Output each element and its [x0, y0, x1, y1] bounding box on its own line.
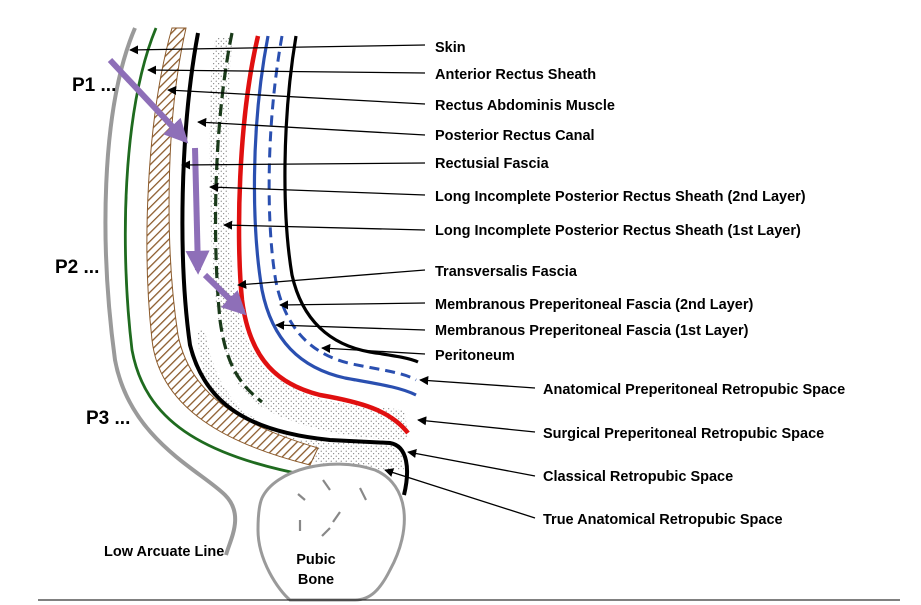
label-p3: P3 ... [86, 408, 130, 429]
label-membranous-preperitoneal-1st: Membranous Preperitoneal Fascia (1st Lay… [435, 323, 749, 339]
label-peritoneum: Peritoneum [435, 348, 515, 364]
label-pubic-bone-line2: Bone [298, 572, 334, 588]
label-surgical-preperitoneal-retropubic: Surgical Preperitoneal Retropubic Space [543, 426, 824, 442]
rectusial-fascia-line [180, 32, 410, 496]
pubic-bone-marks [297, 479, 367, 537]
dashed-green-line [213, 32, 263, 404]
label-rectus-abdominis-muscle: Rectus Abdominis Muscle [435, 98, 615, 114]
label-rectusial-fascia: Rectusial Fascia [435, 156, 550, 172]
label-skin: Skin [435, 40, 466, 56]
transversalis-fascia-line [236, 35, 410, 435]
rectus-abdominis-band [146, 27, 319, 466]
label-pubic-bone-line1: Pubic [296, 552, 335, 568]
label-p2: P2 ... [55, 257, 99, 278]
label-p1: P1 ... [72, 75, 116, 96]
peritoneum-line [283, 35, 419, 364]
pubic-bone-shape [256, 462, 406, 602]
label-membranous-preperitoneal-2nd: Membranous Preperitoneal Fascia (2nd Lay… [435, 297, 753, 313]
label-anterior-rectus-sheath: Anterior Rectus Sheath [435, 67, 596, 83]
purple-trajectory-arrows [107, 57, 247, 316]
label-true-anatomical-retropubic: True Anatomical Retropubic Space [543, 512, 783, 528]
label-long-incomplete-prs-1st: Long Incomplete Posterior Rectus Sheath … [435, 223, 801, 239]
skin-line [103, 27, 238, 556]
label-posterior-rectus-canal: Posterior Rectus Canal [435, 128, 595, 144]
label-long-incomplete-prs-2nd: Long Incomplete Posterior Rectus Sheath … [435, 189, 806, 205]
label-classical-retropubic: Classical Retropubic Space [543, 469, 733, 485]
label-transversalis-fascia: Transversalis Fascia [435, 264, 578, 280]
pointer-lines [129, 44, 536, 519]
label-low-arcuate-line: Low Arcuate Line [104, 544, 224, 560]
preperitoneal-stipple [209, 38, 408, 440]
label-anatomical-preperitoneal-retropubic: Anatomical Preperitoneal Retropubic Spac… [543, 382, 845, 398]
membranous-blue-solid [252, 35, 417, 397]
anterior-rectus-sheath-line [123, 27, 311, 478]
